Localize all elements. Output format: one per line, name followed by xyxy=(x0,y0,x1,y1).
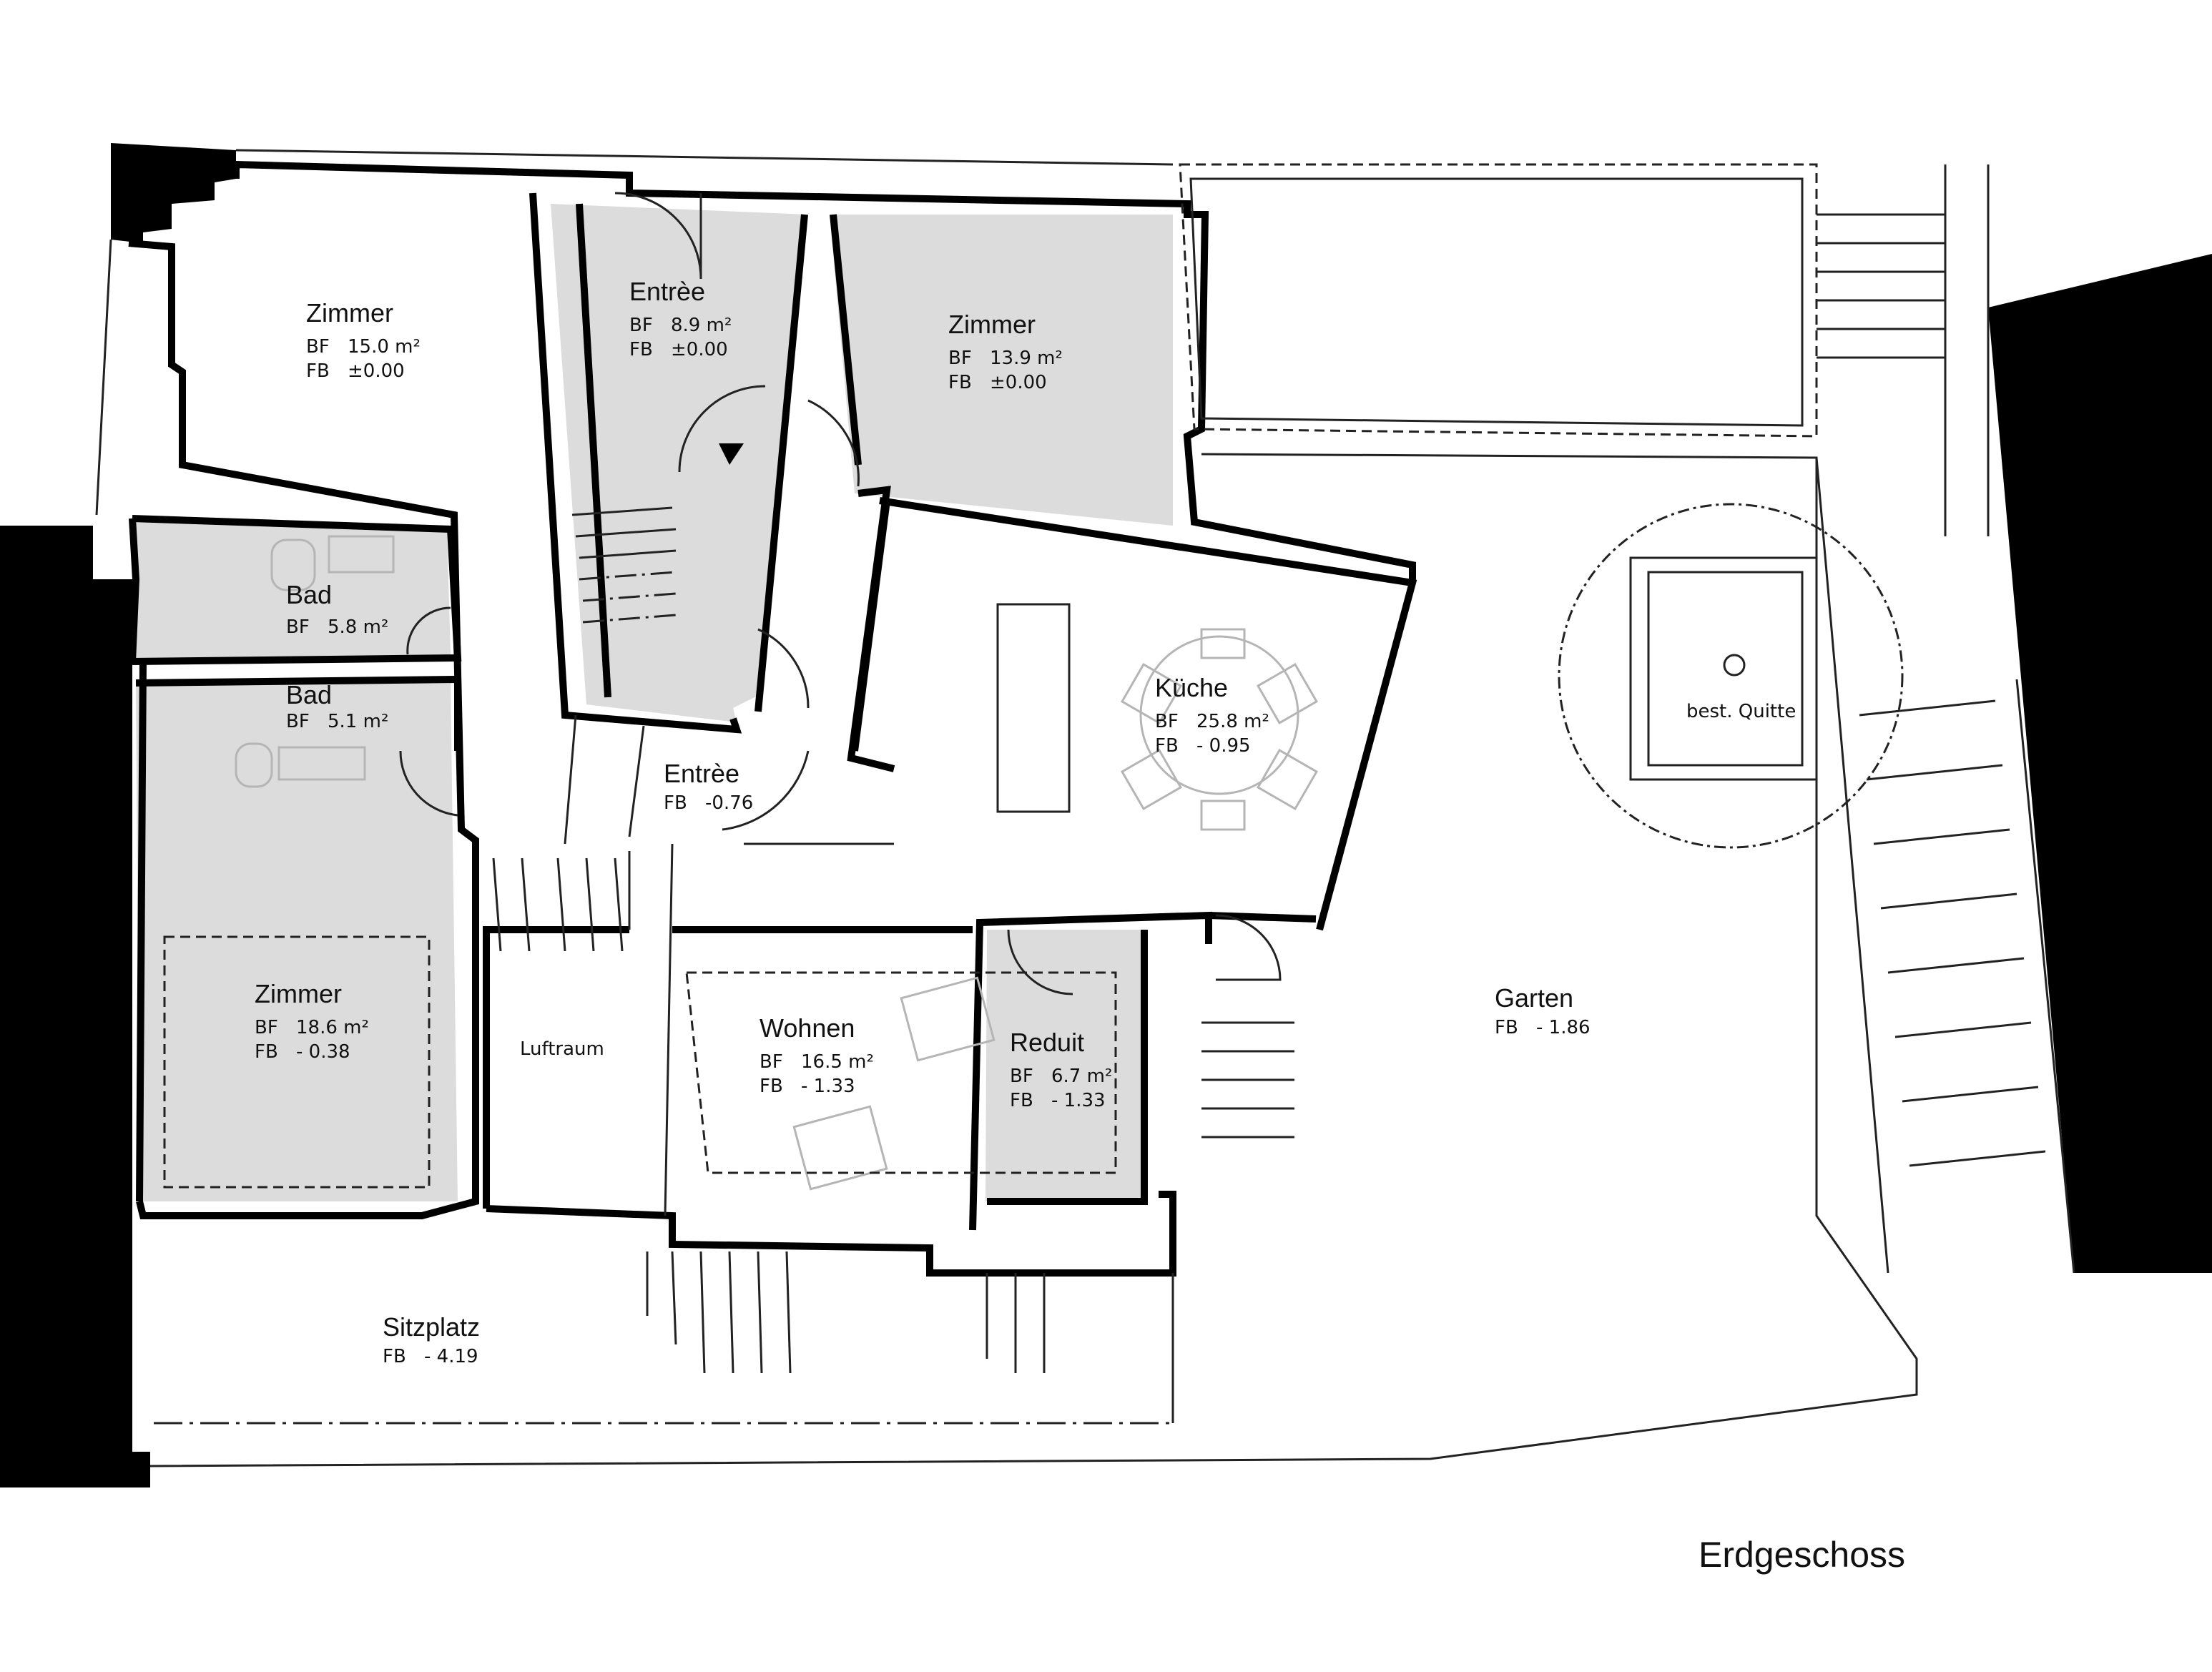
tree-label-text: best. Quitte xyxy=(1686,701,1796,722)
bf-value: 5.1 m² xyxy=(328,711,389,732)
room-entree-upper: Entrèe BF 8.9 m² FB ±0.00 xyxy=(629,277,732,362)
room-zimmer-nw: Zimmer BF 15.0 m² FB ±0.00 xyxy=(306,299,421,383)
bf-key: BF xyxy=(948,348,972,369)
room-name: Sitzplatz xyxy=(383,1312,481,1342)
room-reduit: Reduit BF 6.7 m² FB - 1.33 xyxy=(1010,1028,1112,1113)
room-wohnen: Wohnen BF 16.5 m² FB - 1.33 xyxy=(760,1014,874,1098)
bf-key: BF xyxy=(629,315,653,336)
fb-value: ±0.00 xyxy=(348,360,405,382)
bf-value: 18.6 m² xyxy=(296,1017,369,1038)
room-entree-lower: Entrèe FB -0.76 xyxy=(664,759,753,815)
room-name: Zimmer xyxy=(255,979,342,1008)
bf-key: BF xyxy=(1155,711,1179,732)
fb-value: ±0.00 xyxy=(671,339,728,360)
bf-key: BF xyxy=(286,711,310,732)
room-garten: Garten FB - 1.86 xyxy=(1495,984,1591,1040)
fb-key: FB xyxy=(255,1041,278,1063)
tree-label: best. Quitte xyxy=(1686,701,1796,722)
fb-key: FB xyxy=(948,372,972,393)
fb-key: FB xyxy=(1010,1090,1033,1111)
room-bad-1: Bad BF 5.8 m² xyxy=(286,581,388,639)
bf-key: BF xyxy=(306,336,330,358)
room-sitzplatz: Sitzplatz FB - 4.19 xyxy=(383,1313,480,1369)
fb-value: - 0.95 xyxy=(1196,735,1251,757)
bf-key: BF xyxy=(1010,1066,1033,1087)
fb-value: -0.76 xyxy=(705,792,754,814)
bf-value: 13.9 m² xyxy=(990,348,1063,369)
fb-value: - 0.38 xyxy=(296,1041,350,1063)
room-name: Zimmer xyxy=(948,310,1036,339)
room-zimmer-sw: Zimmer BF 18.6 m² FB - 0.38 xyxy=(255,980,369,1064)
fb-value: - 1.33 xyxy=(1051,1090,1106,1111)
fb-value: - 1.86 xyxy=(1536,1017,1591,1038)
bf-key: BF xyxy=(255,1017,278,1038)
fb-key: FB xyxy=(383,1346,406,1367)
bf-value: 25.8 m² xyxy=(1196,711,1269,732)
room-kueche: Küche BF 25.8 m² FB - 0.95 xyxy=(1155,674,1269,758)
drawing-title: Erdgeschoss xyxy=(1699,1535,1906,1575)
bf-key: BF xyxy=(286,616,310,638)
room-luftraum: Luftraum xyxy=(520,1038,604,1060)
bf-value: 5.8 m² xyxy=(328,616,389,638)
fb-key: FB xyxy=(664,792,687,814)
fb-key: FB xyxy=(629,339,653,360)
fb-key: FB xyxy=(760,1076,783,1097)
bf-value: 8.9 m² xyxy=(671,315,732,336)
room-name: Entrèe xyxy=(629,277,706,306)
room-name: Luftraum xyxy=(520,1038,604,1060)
fb-key: FB xyxy=(1495,1017,1518,1038)
triangle-down-icon xyxy=(719,443,744,465)
bf-key: BF xyxy=(760,1051,783,1073)
bf-value: 16.5 m² xyxy=(801,1051,874,1073)
fb-value: - 4.19 xyxy=(424,1346,478,1367)
door-swings xyxy=(399,192,1282,995)
room-name: Bad xyxy=(286,680,333,709)
stairs xyxy=(492,164,2075,1374)
room-name: Entrèe xyxy=(664,759,740,788)
fb-value: ±0.00 xyxy=(990,372,1047,393)
room-name: Zimmer xyxy=(306,298,393,328)
fb-value: - 1.33 xyxy=(801,1076,855,1097)
room-zimmer-ne: Zimmer BF 13.9 m² FB ±0.00 xyxy=(948,310,1063,395)
neighbour-buildings xyxy=(0,143,2212,1487)
room-name: Küche xyxy=(1155,673,1229,702)
room-bad-2: Bad BF 5.1 m² xyxy=(286,681,388,734)
room-name: Bad xyxy=(286,580,333,609)
room-name: Wohnen xyxy=(760,1013,855,1043)
thin-lines xyxy=(95,149,1918,1467)
walls xyxy=(128,160,1417,1277)
bf-value: 6.7 m² xyxy=(1051,1066,1113,1087)
tree-canopy-icon xyxy=(1558,503,1904,849)
fb-key: FB xyxy=(306,360,330,382)
room-name: Reduit xyxy=(1010,1028,1085,1057)
room-name: Garten xyxy=(1495,983,1574,1013)
fb-key: FB xyxy=(1155,735,1179,757)
furniture xyxy=(163,535,1319,1191)
bf-value: 15.0 m² xyxy=(348,336,421,358)
